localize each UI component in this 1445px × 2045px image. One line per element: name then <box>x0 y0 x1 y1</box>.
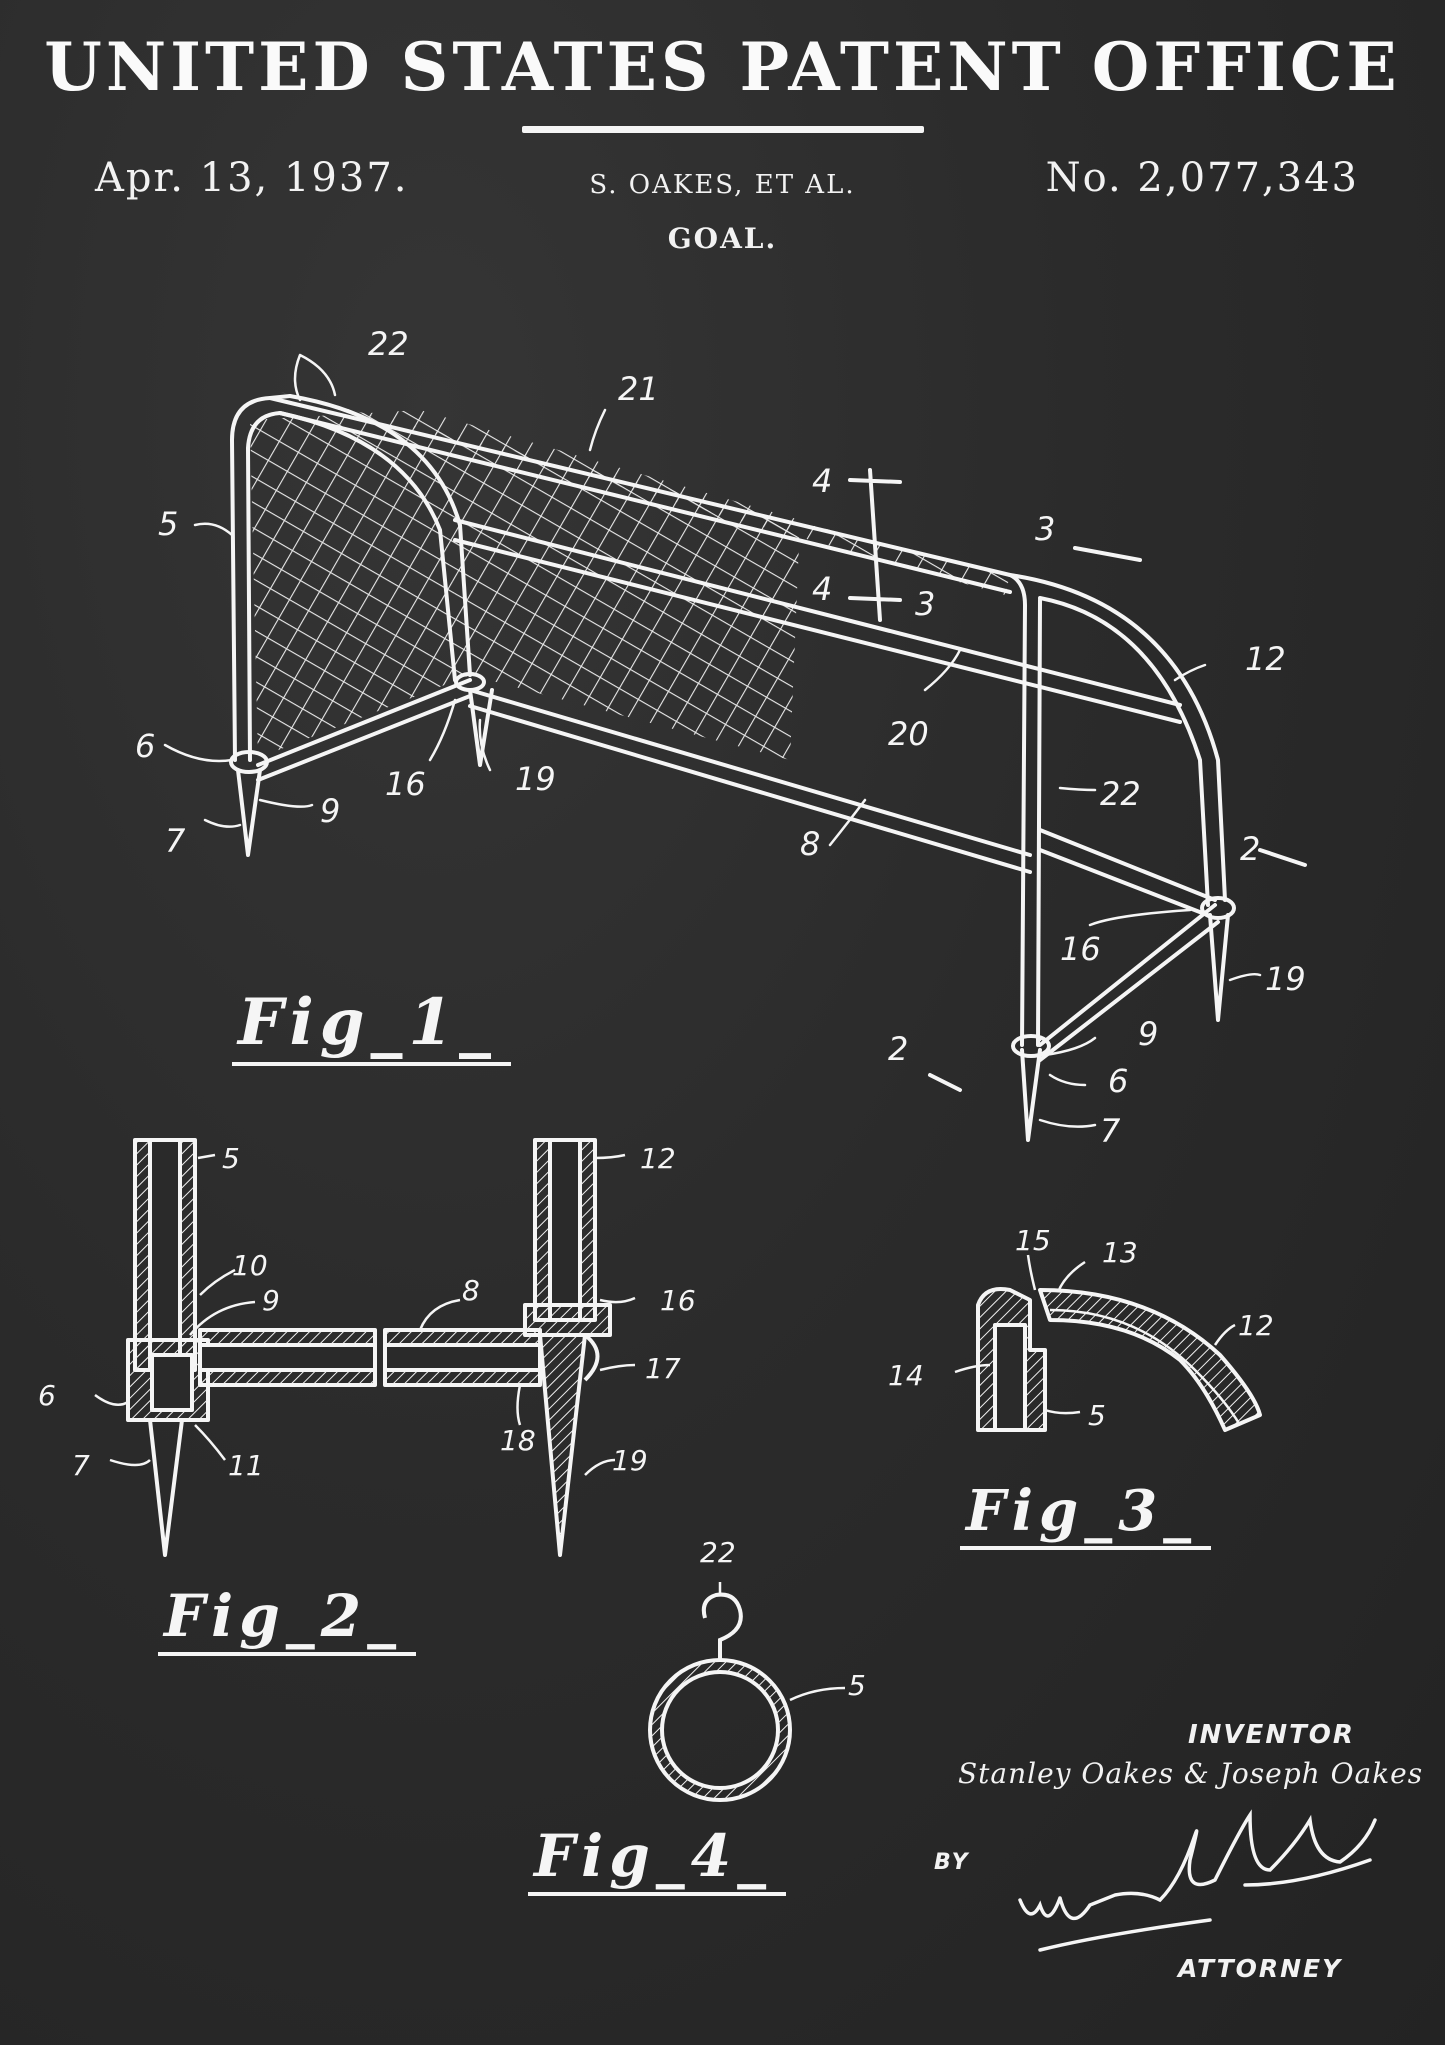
fig1-label-5: 5 <box>158 505 178 543</box>
fig1-label-19b: 19 <box>1265 960 1306 998</box>
fig2-label-8: 8 <box>462 1274 480 1307</box>
office-title: UNITED STATES PATENT OFFICE <box>44 28 1401 106</box>
fig1-label-6: 6 <box>135 727 155 765</box>
fig1-label-7b: 7 <box>1100 1112 1121 1150</box>
fig1-ground-bar <box>256 678 472 782</box>
fig4-ring-drawing <box>648 1582 846 1802</box>
patent-number: No. 2,077,343 <box>1045 155 1359 201</box>
fig4-label-22: 22 <box>700 1536 736 1569</box>
fig1-goal-drawing <box>163 353 1307 1142</box>
fig3-labels: 15 13 12 14 5 <box>888 1224 1274 1432</box>
fig4-labels: 22 5 <box>700 1536 866 1702</box>
fig1-label-3a: 3 <box>1035 510 1055 548</box>
fig1-side-net <box>250 410 470 758</box>
fig2-label-18: 18 <box>500 1424 536 1457</box>
fig2-label-17: 17 <box>645 1352 681 1385</box>
fig2-section-drawing <box>94 1138 636 1557</box>
fig3-label-12: 12 <box>1238 1309 1274 1342</box>
fig2-caption: Fig_2_ <box>158 1582 417 1656</box>
fig1-labels: 22 21 5 4 4 3 3 12 20 6 9 7 16 19 8 22 2… <box>135 325 1306 1150</box>
fig1-stake <box>236 768 262 857</box>
fig1-label-4b: 4 <box>812 570 832 608</box>
fig2-label-9: 9 <box>262 1284 280 1317</box>
fig2-label-16: 16 <box>660 1284 696 1317</box>
fig1-label-16b: 16 <box>1060 930 1101 968</box>
fig1-back-net <box>420 410 800 760</box>
fig3-label-13: 13 <box>1102 1236 1138 1269</box>
fig3-joint-drawing <box>954 1254 1262 1432</box>
fig1-label-4a: 4 <box>812 462 832 500</box>
by-label: BY <box>934 1850 970 1875</box>
fig1-label-20: 20 <box>888 715 929 753</box>
attorney-label: ATTORNEY <box>1178 1954 1343 1983</box>
fig2-labels: 5 12 10 9 8 16 6 17 7 11 18 19 <box>38 1142 696 1482</box>
fig1-label-21: 21 <box>618 370 659 408</box>
fig1-label-7: 7 <box>165 822 186 860</box>
fig1-label-2a: 2 <box>1240 830 1260 868</box>
fig1-caption: Fig_1_ <box>232 985 512 1066</box>
fig1-right-post <box>1008 573 1042 1047</box>
fig1-crossbar <box>268 396 1012 594</box>
fig1-label-2b: 2 <box>888 1030 908 1068</box>
fig2-label-5: 5 <box>222 1142 240 1175</box>
fig3-label-15: 15 <box>1015 1224 1051 1257</box>
fig3-label-14: 14 <box>888 1359 924 1392</box>
fig1-label-22: 22 <box>368 325 409 363</box>
patent-subject: GOAL. <box>667 222 778 255</box>
inventor-label: INVENTOR <box>1188 1720 1355 1750</box>
fig1-label-3b: 3 <box>915 585 935 623</box>
fig2-label-19: 19 <box>612 1444 648 1477</box>
fig2-label-11: 11 <box>228 1449 264 1482</box>
fig2-label-7: 7 <box>72 1449 90 1482</box>
fig1-label-9: 9 <box>320 792 340 830</box>
fig4-label-5: 5 <box>848 1669 866 1702</box>
title-underline <box>522 126 924 133</box>
fig1-label-16: 16 <box>385 765 426 803</box>
fig1-label-12: 12 <box>1245 640 1286 678</box>
fig2-label-12: 12 <box>640 1142 676 1175</box>
fig3-caption: Fig_3_ <box>960 1478 1212 1550</box>
fig4-caption: Fig_4_ <box>528 1822 787 1896</box>
attorney-signature <box>1018 1809 1377 1952</box>
inventors-short: S. OAKES, ET AL. <box>589 170 856 200</box>
fig1-label-19: 19 <box>515 760 556 798</box>
fig1-label-8: 8 <box>800 825 820 863</box>
fig1-label-9b: 9 <box>1138 1015 1158 1053</box>
fig2-label-6: 6 <box>38 1379 56 1412</box>
fig3-label-5: 5 <box>1088 1399 1106 1432</box>
fig1-label-6b: 6 <box>1108 1062 1128 1100</box>
fig1-label-22b: 22 <box>1100 775 1141 813</box>
inventor-names: Stanley Oakes & Joseph Oakes <box>958 1757 1424 1790</box>
fig1-roof-net <box>280 392 1010 595</box>
fig1-curved-frame <box>1008 573 1227 907</box>
patent-date: Apr. 13, 1937. <box>95 155 409 201</box>
fig2-label-10: 10 <box>232 1249 268 1282</box>
